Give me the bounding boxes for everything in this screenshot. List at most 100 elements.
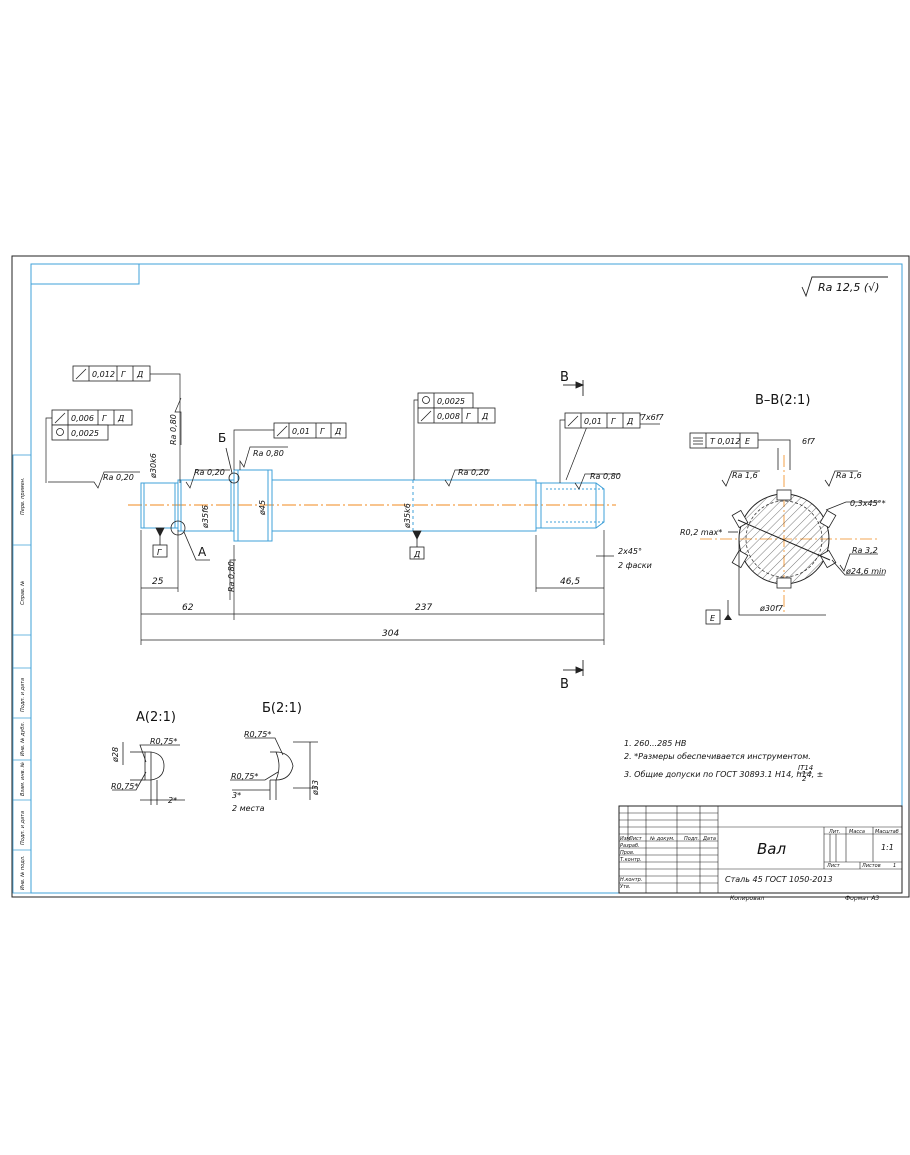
tol-datum: Д xyxy=(334,427,341,436)
section-mark-top: В xyxy=(560,370,569,385)
sheet-label: Лист xyxy=(826,863,841,869)
side-label: Перв. примен. xyxy=(20,477,26,515)
section-mark-bottom: В xyxy=(560,677,569,692)
detail-a-r2: R0,75* xyxy=(111,782,138,791)
tb-row: Пров. xyxy=(620,850,635,856)
note-fraction-den: 2 xyxy=(802,775,807,783)
detail-a-title: А(2:1) xyxy=(136,710,176,725)
detail-a-2: 2* xyxy=(168,796,177,805)
tol-datum: Д xyxy=(626,417,633,426)
dim-d35k6: ø35k6 xyxy=(403,503,412,529)
part-name: Вал xyxy=(757,840,786,858)
tb-row: Т.контр. xyxy=(620,857,642,863)
detail-b-3: 3* xyxy=(232,791,241,800)
tol-datum: Д xyxy=(136,370,143,379)
tol-value: 0,01 xyxy=(292,427,310,436)
detail-b-title: Б(2:1) xyxy=(262,701,302,716)
tb-col: Дата xyxy=(702,836,716,842)
side-label: Инв. № дубл. xyxy=(20,722,26,756)
dim-d35f6: ø35f6 xyxy=(201,505,210,529)
tb-col: Изм. xyxy=(620,836,632,842)
tol-value: 0,006 xyxy=(71,414,94,423)
side-strip: Перв. примен. Справ. № Подп. и дата Инв.… xyxy=(12,454,32,894)
side-label: Подп. и дата xyxy=(20,811,26,845)
note-fraction-num: IT14 xyxy=(798,764,813,772)
sec-dim-6f7: 6f7 xyxy=(802,437,816,446)
sec-dim-chamfer: 0,3x45°* xyxy=(850,499,886,508)
leader-b-label: Б xyxy=(218,431,226,445)
side-label: Справ. № xyxy=(20,581,26,605)
tol-value: T 0,012 xyxy=(710,437,740,446)
detail-a: А(2:1) ø28 R0,75* R0,75* 2* xyxy=(111,710,185,805)
tol-datum: Г xyxy=(611,417,616,426)
dim-62: 62 xyxy=(182,603,194,613)
roughness-mark: Ra 0,80 xyxy=(590,472,621,481)
tb-row: Разраб. xyxy=(620,843,640,849)
datum-e: Е xyxy=(710,614,716,623)
note-3: 3. Общие допуски по ГОСТ 30893.1 H14, h1… xyxy=(624,770,823,779)
tol-datum: Г xyxy=(102,414,107,423)
tb-col: № докум. xyxy=(649,836,675,842)
detail-a-d28: ø28 xyxy=(111,747,120,763)
tol-value: 0,012 xyxy=(92,370,115,379)
dim-25: 25 xyxy=(152,577,164,587)
general-roughness: Ra 12,5 (√) xyxy=(801,276,888,298)
chamfer-note: 2 фаски xyxy=(618,561,652,570)
tb-head: Масштаб xyxy=(875,829,899,835)
tb-row: Н.контр. xyxy=(620,877,642,883)
dim-304: 304 xyxy=(382,629,399,639)
tol-datum: Г xyxy=(121,370,126,379)
sheets-value: 1 xyxy=(893,863,896,869)
roughness-mark: Ra 0,20 xyxy=(458,468,489,477)
dim-237: 237 xyxy=(415,603,432,613)
tb-row: Утв. xyxy=(620,884,631,890)
general-roughness-text: Ra 12,5 (√) xyxy=(818,281,879,294)
tb-head: Лит. xyxy=(828,829,841,835)
tb-head: Масса xyxy=(849,829,865,835)
tol-datum: Д xyxy=(481,412,488,421)
tol-datum: Д xyxy=(117,414,124,423)
tb-col: Подп. xyxy=(684,836,699,842)
detail-b-r2: R0,75* xyxy=(231,772,258,781)
material: Сталь 45 ГОСТ 1050-2013 xyxy=(725,875,833,884)
technical-notes: 1. 260...285 HB 2. *Размеры обеспечивает… xyxy=(624,739,823,783)
tol-datum: Е xyxy=(745,437,751,446)
section-title: В–В(2:1) xyxy=(755,393,810,408)
corner-stamp xyxy=(31,264,140,285)
sheet-outer-border xyxy=(11,255,910,898)
roughness-mark: Ra 1,6 xyxy=(836,471,862,480)
detail-b-places: 2 места xyxy=(232,804,265,813)
detail-b: Б(2:1) R0,75* R0,75* 3* 2 места ø33 xyxy=(230,701,320,813)
tb-col: Лист xyxy=(628,836,643,842)
note-1: 1. 260...285 HB xyxy=(624,739,686,748)
tol-datum: Г xyxy=(320,427,325,436)
chamfer-dim: 2x45° xyxy=(618,547,642,556)
sec-dim-radius: R0,2 max* xyxy=(680,528,722,537)
sec-dim-30f7: ø30f7 xyxy=(759,604,784,613)
roughness-mark: Ra 1,6 xyxy=(732,471,758,480)
side-label: Подп. и дата xyxy=(20,678,26,712)
detail-a-r1: R0,75* xyxy=(150,737,177,746)
roughness-mark: Ra 0,80 xyxy=(169,414,178,445)
shaft-main-view: 25 62 237 304 46,5 ø30k6 ø35f6 ø45 ø35k6… xyxy=(45,365,665,692)
side-label: Инв. № подл. xyxy=(20,856,26,891)
tol-value: 0,0025 xyxy=(437,397,465,406)
dim-46-5: 46,5 xyxy=(560,577,580,587)
datum-g: Г xyxy=(157,548,162,557)
side-label: Взам. инв. № xyxy=(20,762,26,796)
leader-a-label: А xyxy=(198,545,207,559)
tol-value: 0,0025 xyxy=(71,429,99,438)
title-block: Изм. Лист № докум. Подп. Дата Разраб. Пр… xyxy=(618,805,903,902)
sheets-label: Листов xyxy=(861,863,881,869)
scale-value: 1:1 xyxy=(881,843,894,852)
dim-d45: ø45 xyxy=(258,500,267,516)
roughness-mark: Ra 0,80 xyxy=(227,561,236,592)
section-view: В–В(2:1) xyxy=(680,393,886,625)
format-label: Формат А3 xyxy=(845,895,879,902)
sec-dim-min: ø24,6 min xyxy=(845,567,886,576)
tol-datum: Г xyxy=(466,412,471,421)
roughness-mark: Ra 3,2 xyxy=(852,546,878,555)
spline-section xyxy=(738,493,830,585)
dim-d30k6: ø30k6 xyxy=(149,453,158,479)
